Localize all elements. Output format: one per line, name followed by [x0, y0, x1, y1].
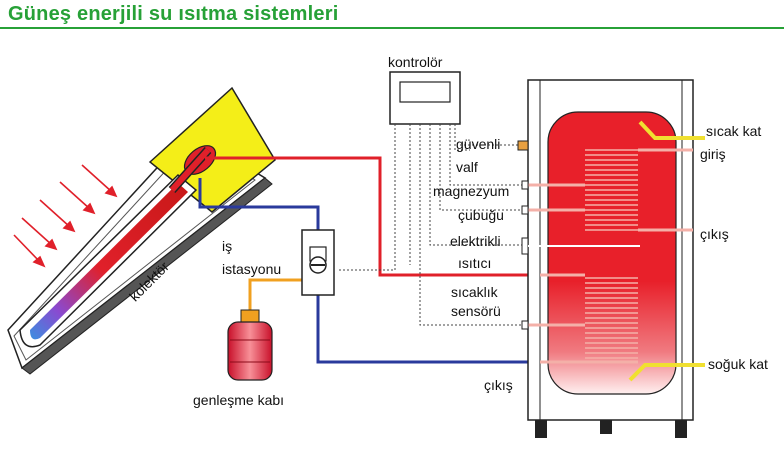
- magnesium-rod-label-line2: çubuğu: [458, 207, 504, 223]
- hot-layer-label: sıcak kat: [706, 123, 762, 139]
- cold-layer-pipe: [628, 363, 705, 382]
- storage-tank: [527, 79, 694, 438]
- controller-label: kontrolör: [388, 54, 443, 70]
- work-station-label-line2: istasyonu: [222, 261, 282, 277]
- expansion-tank-label: genleşme kabı: [193, 392, 285, 408]
- page-title: Güneş enerjili su ısıtma sistemleri: [8, 3, 339, 25]
- expansion-pipe: [248, 278, 303, 314]
- electric-heater-label-line2: ısıtıcı: [458, 255, 492, 271]
- hot-pipe: [205, 156, 540, 277]
- solar-collector: [7, 86, 276, 375]
- safety-valve: [517, 140, 529, 151]
- work-station: [301, 229, 335, 296]
- temperature-sensor-label-line2: sensörü: [451, 303, 501, 319]
- magnesium-rod-label-line1: magnezyum: [433, 183, 510, 199]
- sun-rays: [13, 164, 118, 268]
- hot-layer-pipe: [638, 120, 705, 140]
- upper-coil: [585, 149, 638, 231]
- safety-valve-label-line2: valf: [456, 159, 478, 175]
- expansion-tank: [227, 309, 273, 381]
- sensor-fittings: [521, 180, 529, 330]
- lower-coil: [585, 277, 638, 359]
- heater-element: [521, 237, 640, 255]
- outlet-right-label: çıkış: [700, 226, 729, 242]
- inlet-label: giriş: [700, 146, 726, 162]
- safety-valve-label-line1: güvenli: [456, 136, 501, 152]
- controller: [389, 71, 461, 125]
- cold-pipe: [198, 178, 540, 364]
- title-divider: [0, 27, 784, 29]
- control-wires: [337, 124, 528, 326]
- work-station-label-line1: iş: [222, 238, 233, 254]
- cold-layer-label: soğuk kat: [708, 356, 768, 372]
- tank-connections: [528, 148, 693, 364]
- outlet-bottom-label: çıkış: [484, 377, 513, 393]
- temperature-sensor-label-line1: sıcaklık: [451, 284, 498, 300]
- electric-heater-label-line1: elektrikli: [450, 233, 501, 249]
